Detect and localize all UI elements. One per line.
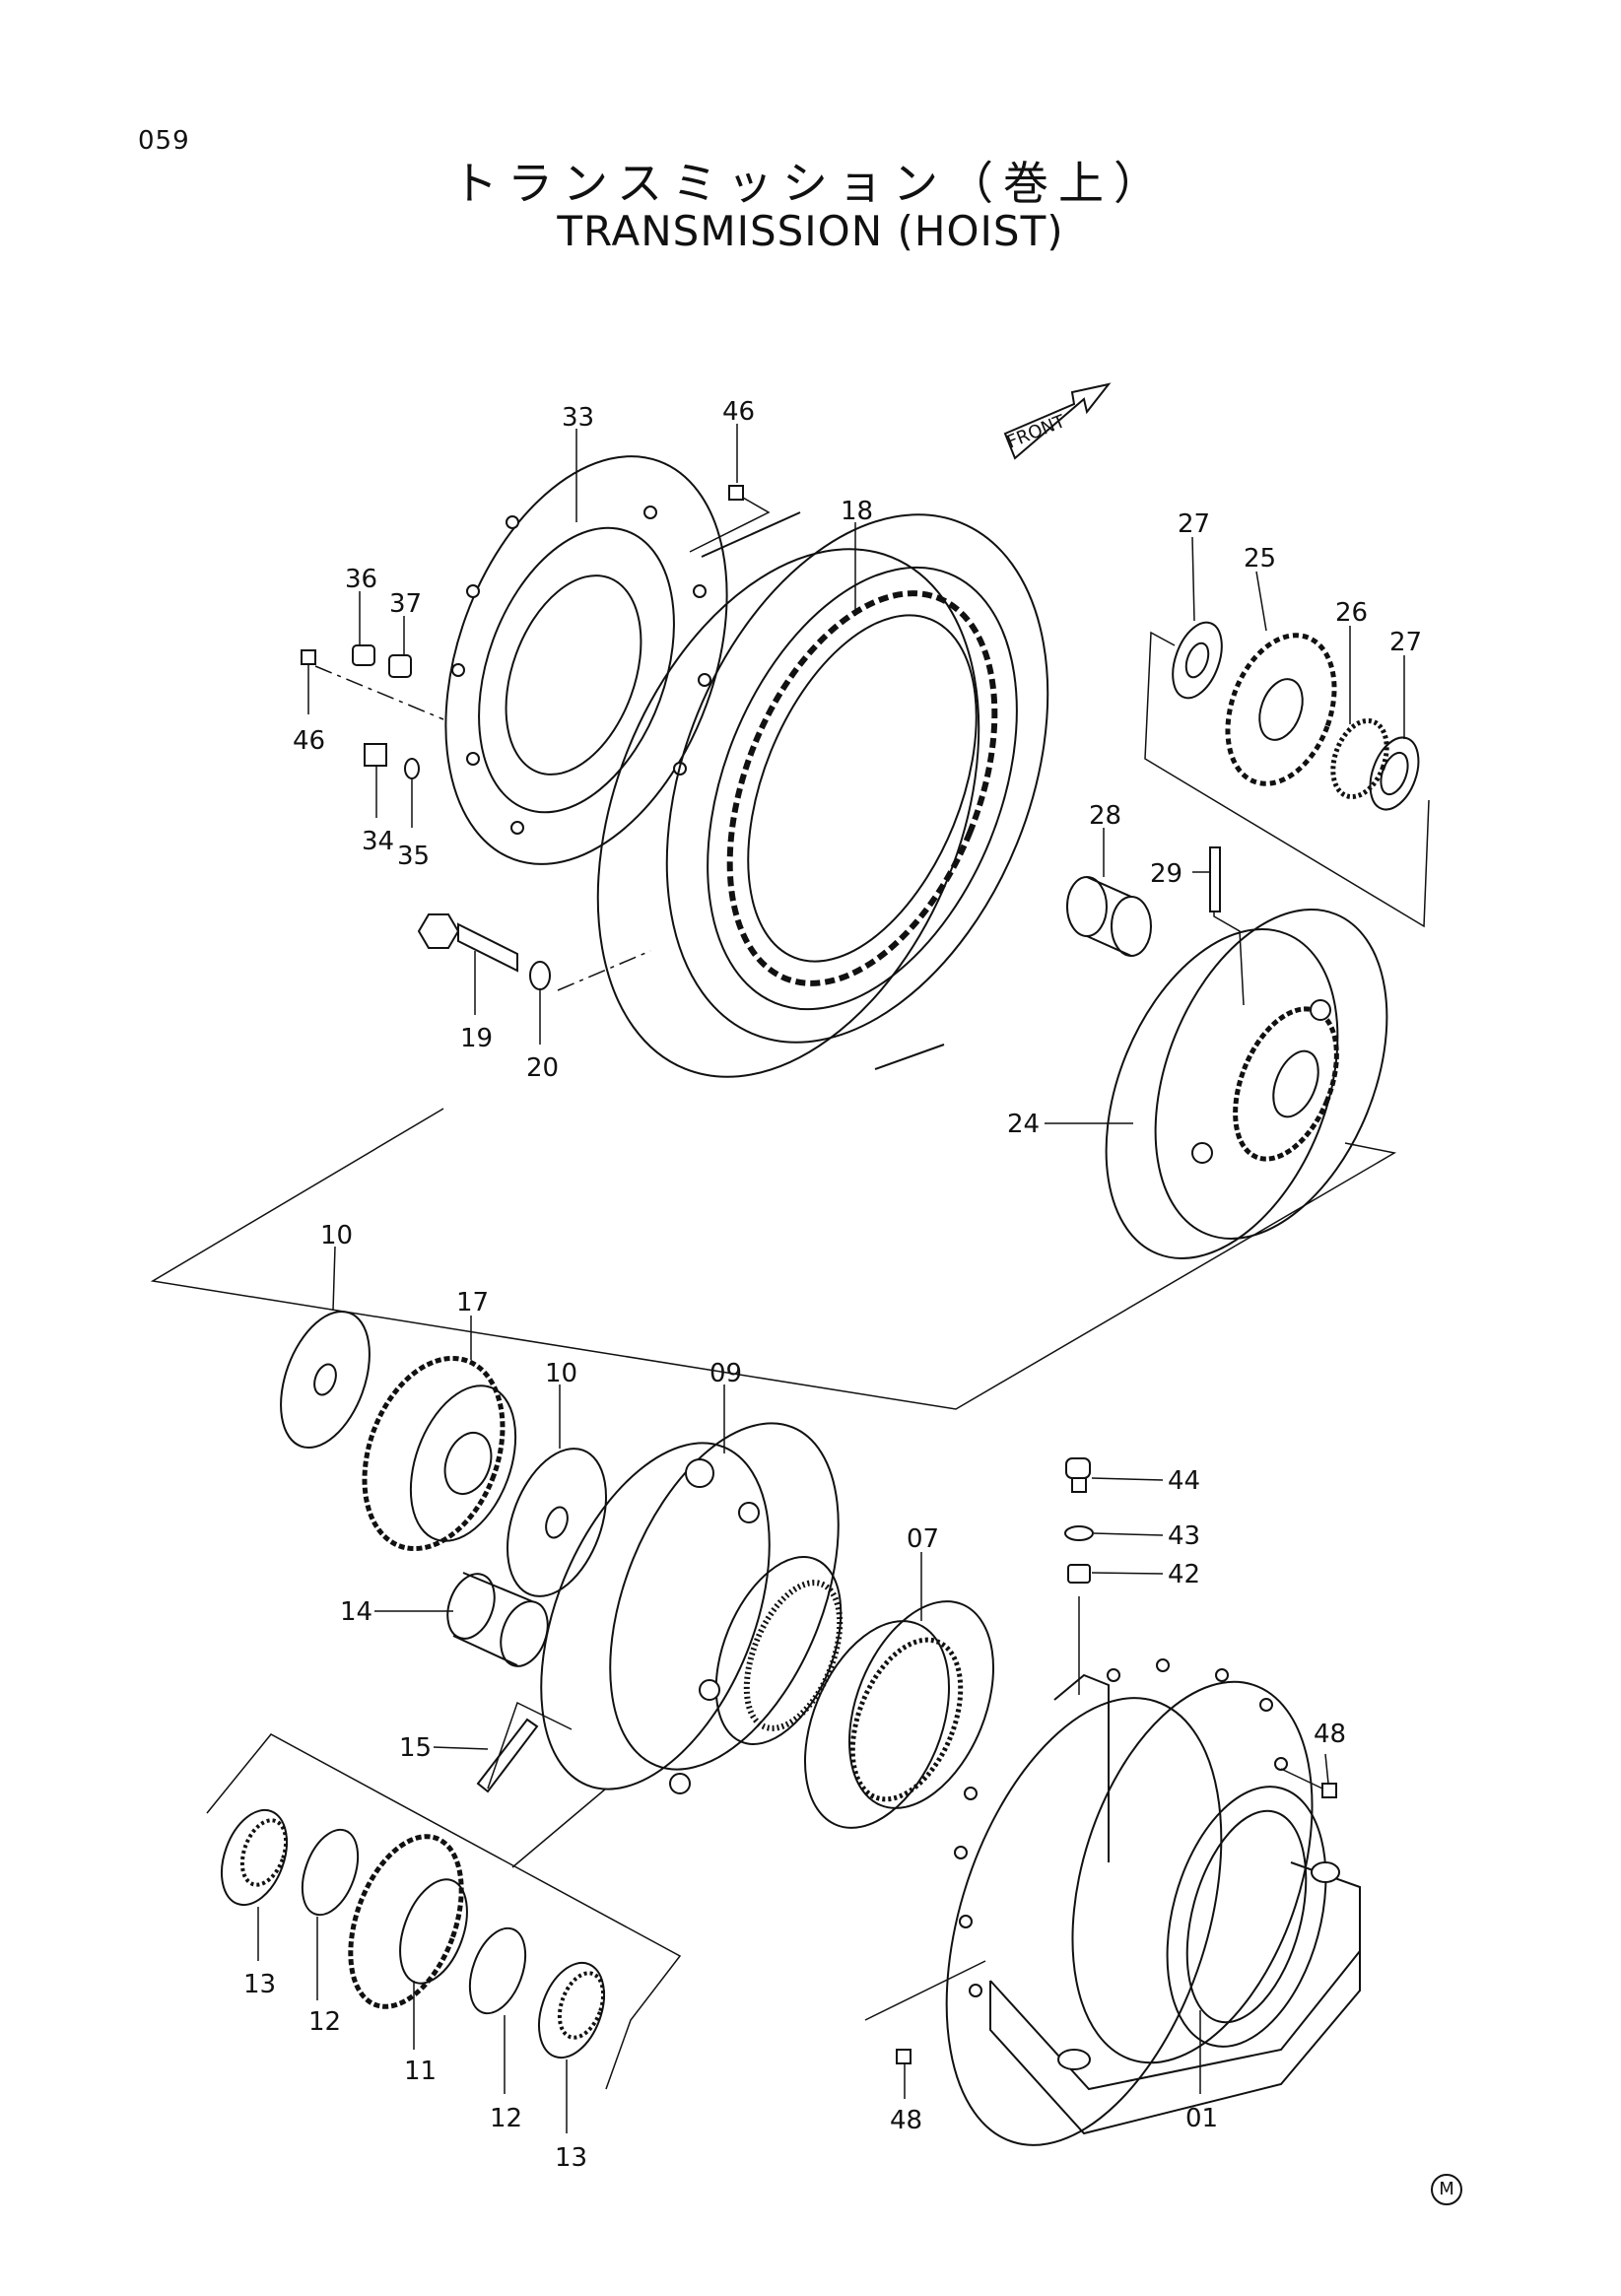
part-label: 33 xyxy=(562,403,594,433)
housing-01 xyxy=(945,1658,1361,2146)
part-label: 27 xyxy=(1178,509,1210,539)
part-label: 43 xyxy=(1168,1521,1200,1551)
part-label: 13 xyxy=(555,2143,587,2173)
part-label: 27 xyxy=(1389,628,1422,657)
part-label: 37 xyxy=(389,589,422,619)
pins-14-15 xyxy=(446,1572,573,1793)
part-label: 36 xyxy=(345,565,377,594)
part-label: 19 xyxy=(460,1024,493,1053)
pin-group-upper xyxy=(1066,846,1245,1006)
part-label: 34 xyxy=(362,827,394,856)
title-english: TRANSMISSION (HOIST) xyxy=(557,207,1064,255)
part-label: 12 xyxy=(490,2104,522,2133)
front-arrow: FRONT xyxy=(1003,382,1112,460)
leader-lines xyxy=(257,424,1405,2133)
part-label: 10 xyxy=(320,1221,353,1250)
bearing-07 xyxy=(803,1600,995,1829)
part-label: 15 xyxy=(399,1733,432,1763)
part-label: 26 xyxy=(1335,598,1368,628)
part-label: 17 xyxy=(456,1288,489,1317)
part-label: 48 xyxy=(890,2106,922,2135)
manufacturer-mark: M xyxy=(1431,2174,1462,2205)
guide-box-upper xyxy=(150,1108,1397,1410)
part-label: 20 xyxy=(526,1053,559,1083)
carrier-24 xyxy=(1105,909,1388,1259)
part-labels: 33 46 18 27 25 26 27 36 37 46 34 35 28 2… xyxy=(243,397,1422,2173)
plug-group-44-43-42 xyxy=(1064,1457,1094,1695)
part-label: 44 xyxy=(1168,1466,1200,1496)
ring-gear-18 xyxy=(596,511,1049,1078)
front-arrow-label: FRONT xyxy=(1004,411,1069,453)
cover-plate-33 xyxy=(444,455,728,865)
part-label: 14 xyxy=(340,1597,372,1627)
part-label: 24 xyxy=(1007,1110,1040,1139)
carrier-09 xyxy=(540,1422,844,1794)
planet-gear-group xyxy=(1144,621,1430,928)
plugs-48 xyxy=(864,1768,1337,2064)
part-label: 01 xyxy=(1185,2104,1218,2133)
part-label: 28 xyxy=(1089,801,1121,831)
part-label: 13 xyxy=(243,1970,276,1999)
part-label: 25 xyxy=(1244,544,1276,574)
part-label: 48 xyxy=(1314,1720,1346,1749)
lower-gear-assembly xyxy=(206,1733,682,2090)
part-label: 46 xyxy=(722,397,755,427)
part-label: 35 xyxy=(397,842,430,871)
part-label: 42 xyxy=(1168,1560,1200,1589)
part-label: 09 xyxy=(709,1359,742,1388)
part-label: 11 xyxy=(404,2057,437,2086)
page-number: 059 xyxy=(138,126,190,156)
part-label: 18 xyxy=(841,497,873,526)
part-label: 07 xyxy=(907,1524,939,1554)
part-label: 12 xyxy=(308,2007,341,2037)
part-label: 10 xyxy=(545,1359,577,1388)
title-japanese: トランスミッション（巻上） xyxy=(451,157,1170,210)
gear-17-and-washers xyxy=(280,1310,607,1597)
part-label: 46 xyxy=(293,726,325,756)
bolt-19-washer-20 xyxy=(417,913,651,991)
small-fasteners-upper xyxy=(301,485,771,779)
part-label: 29 xyxy=(1150,859,1182,889)
